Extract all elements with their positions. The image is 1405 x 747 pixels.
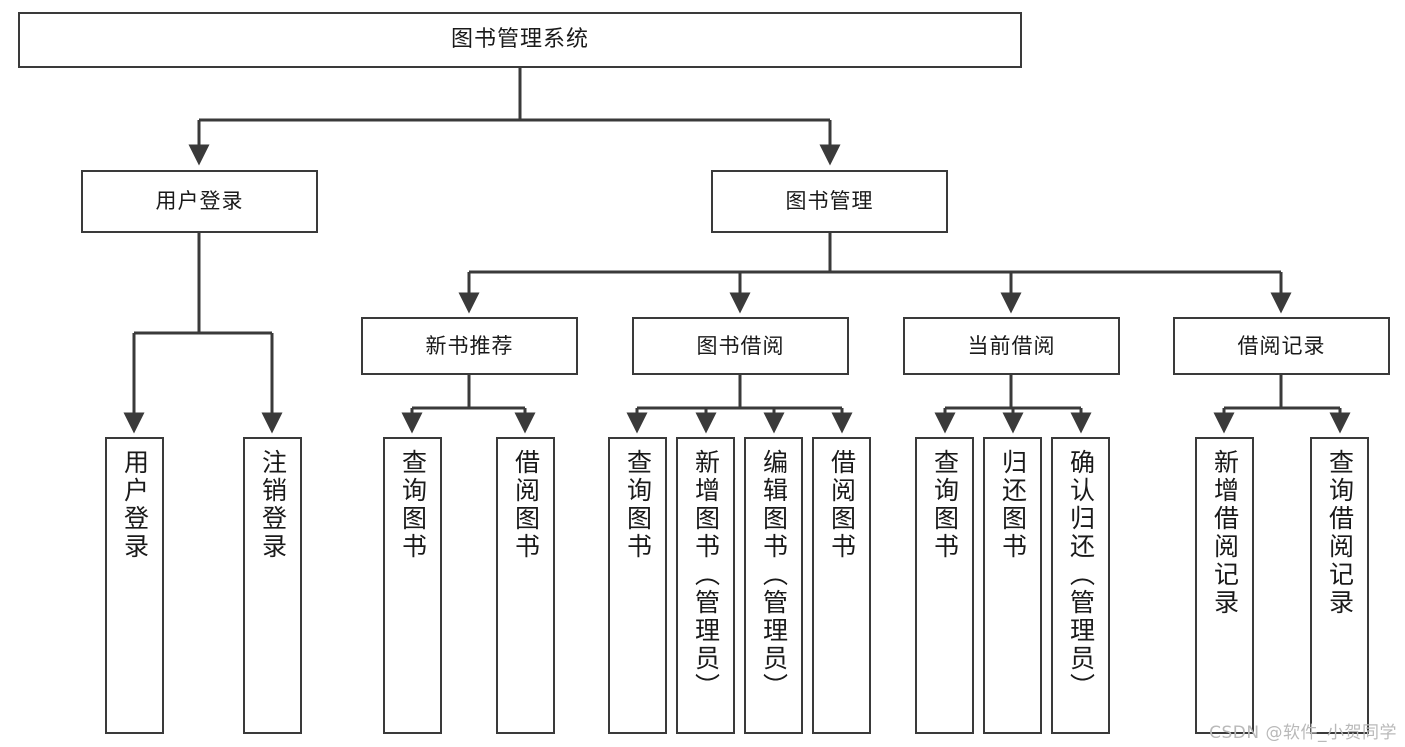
node-leaf-query-book-3-label: 查询图书 xyxy=(930,449,960,561)
node-book-borrow[interactable]: 图书借阅 xyxy=(632,317,849,375)
node-leaf-borrow-book-2-label: 借阅图书 xyxy=(827,449,857,561)
node-leaf-add-record-label: 新增借阅记录 xyxy=(1210,449,1240,617)
node-leaf-confirm-return-label: 确认归还（管理员） xyxy=(1066,449,1096,701)
node-leaf-edit-book-label: 编辑图书（管理员） xyxy=(759,449,789,701)
node-root-label: 图书管理系统 xyxy=(450,27,589,53)
node-current-borrow[interactable]: 当前借阅 xyxy=(903,317,1120,375)
node-current-borrow-label: 当前借阅 xyxy=(967,333,1056,358)
node-leaf-query-book-1-label: 查询图书 xyxy=(398,449,428,561)
node-leaf-user-login-label: 用户登录 xyxy=(120,449,150,561)
node-root[interactable]: 图书管理系统 xyxy=(18,12,1022,68)
node-leaf-query-book-3[interactable]: 查询图书 xyxy=(915,437,974,734)
node-leaf-add-book[interactable]: 新增图书（管理员） xyxy=(676,437,735,734)
node-borrow-record-label: 借阅记录 xyxy=(1237,333,1326,358)
csdn-watermark: CSDN @软件_小贺同学 xyxy=(1209,723,1397,743)
node-leaf-return-book-label: 归还图书 xyxy=(998,449,1028,561)
node-book-management-label: 图书管理 xyxy=(785,189,874,214)
node-leaf-logout-login-label: 注销登录 xyxy=(258,449,288,561)
node-leaf-add-book-label: 新增图书（管理员） xyxy=(691,449,721,701)
node-user-login-label: 用户登录 xyxy=(155,189,244,214)
node-leaf-user-login[interactable]: 用户登录 xyxy=(105,437,164,734)
node-leaf-logout-login[interactable]: 注销登录 xyxy=(243,437,302,734)
node-book-management[interactable]: 图书管理 xyxy=(711,170,948,233)
node-leaf-borrow-book-1[interactable]: 借阅图书 xyxy=(496,437,555,734)
node-leaf-query-record-label: 查询借阅记录 xyxy=(1325,449,1355,617)
node-leaf-query-record[interactable]: 查询借阅记录 xyxy=(1310,437,1369,734)
node-leaf-confirm-return[interactable]: 确认归还（管理员） xyxy=(1051,437,1110,734)
node-new-book-recommend[interactable]: 新书推荐 xyxy=(361,317,578,375)
node-leaf-query-book-2-label: 查询图书 xyxy=(623,449,653,561)
node-user-login[interactable]: 用户登录 xyxy=(81,170,318,233)
node-leaf-borrow-book-2[interactable]: 借阅图书 xyxy=(812,437,871,734)
node-leaf-query-book-1[interactable]: 查询图书 xyxy=(383,437,442,734)
node-book-borrow-label: 图书借阅 xyxy=(696,333,785,358)
node-leaf-return-book[interactable]: 归还图书 xyxy=(983,437,1042,734)
node-new-book-recommend-label: 新书推荐 xyxy=(425,333,514,358)
node-leaf-add-record[interactable]: 新增借阅记录 xyxy=(1195,437,1254,734)
node-leaf-borrow-book-1-label: 借阅图书 xyxy=(511,449,541,561)
node-borrow-record[interactable]: 借阅记录 xyxy=(1173,317,1390,375)
node-leaf-query-book-2[interactable]: 查询图书 xyxy=(608,437,667,734)
node-leaf-edit-book[interactable]: 编辑图书（管理员） xyxy=(744,437,803,734)
